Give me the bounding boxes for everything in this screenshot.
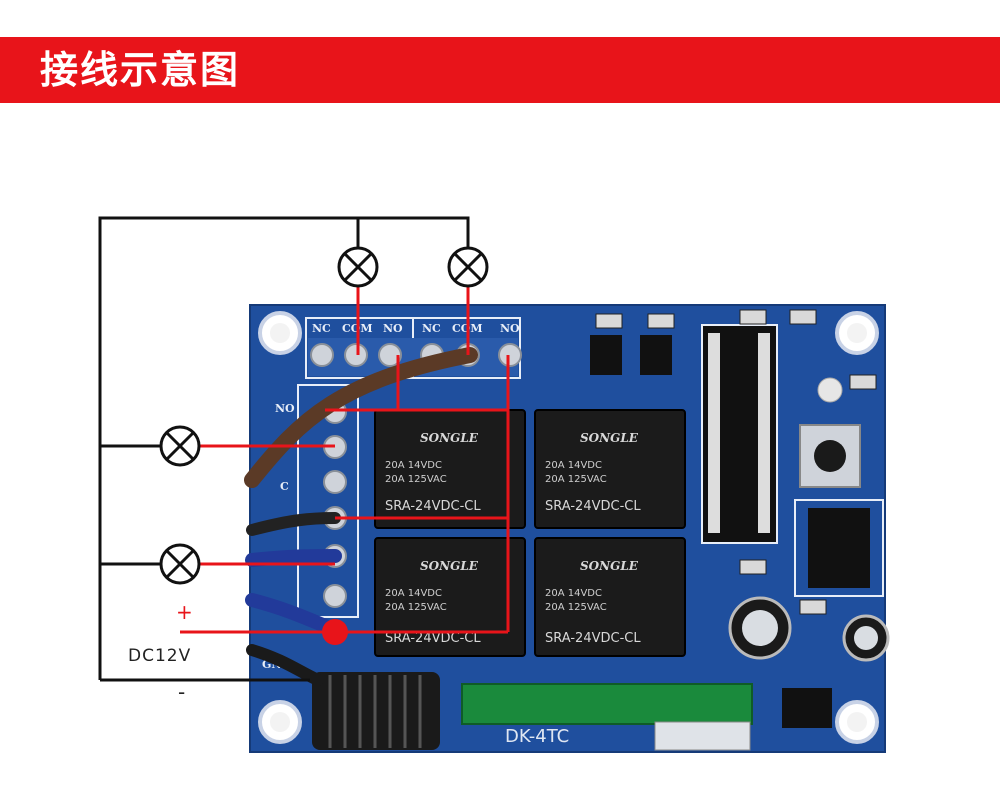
relay-rating: 20A 14VDC (385, 588, 442, 599)
relay-brand: SONGLE (580, 559, 639, 573)
lamp-icon (159, 543, 201, 585)
title-banner: 接线示意图 (0, 37, 1000, 103)
relay-rating: 20A 125VAC (385, 602, 447, 613)
relay-brand: SONGLE (420, 431, 479, 445)
ic-chip-small (794, 499, 884, 597)
voltage-label: DC12V (128, 646, 192, 666)
relay: SONGLE 20A 14VDC 20A 125VAC SRA-24VDC-CL (534, 409, 686, 529)
terminal-label: NO (500, 322, 520, 335)
resistor (739, 309, 767, 325)
terminal-label: NC (422, 322, 441, 335)
jumper (640, 335, 672, 375)
relay-model: SRA-24VDC-CL (545, 499, 641, 514)
relay-brand: SONGLE (420, 559, 479, 573)
lamp-icon (159, 425, 201, 467)
resistor (849, 374, 877, 390)
relay-rating: 20A 125VAC (545, 474, 607, 485)
mounting-hole (835, 700, 879, 744)
relay-model: SRA-24VDC-CL (385, 631, 481, 646)
relay-model: SRA-24VDC-CL (545, 631, 641, 646)
resistor (647, 313, 675, 329)
push-button (799, 424, 861, 488)
relay-rating: 20A 125VAC (545, 602, 607, 613)
ic-chip (701, 324, 778, 544)
resistor (799, 599, 827, 615)
relay-rating: 20A 125VAC (385, 474, 447, 485)
mounting-hole (258, 700, 302, 744)
minus-label: - (178, 680, 186, 704)
terminal-label: NO (275, 402, 295, 415)
terminal-label: NO (383, 322, 403, 335)
power-junction (322, 619, 348, 645)
terminal-label: C (280, 480, 289, 493)
terminal-label: NC (312, 322, 331, 335)
pcb-board: NC COM NO NC COM NO NO C GND SONGLE 20A … (249, 304, 890, 753)
mounting-hole (258, 311, 302, 355)
screw-terminal-top (308, 338, 522, 376)
relay-rating: 20A 14VDC (545, 460, 602, 471)
schematic-black-wires (98, 216, 470, 682)
capacitor (728, 596, 792, 660)
relay-rating: 20A 14VDC (385, 460, 442, 471)
jumper (590, 335, 622, 375)
relay-brand: SONGLE (580, 431, 639, 445)
plus-label: + (176, 600, 193, 624)
relay-model: SRA-24VDC-CL (385, 499, 481, 514)
page-title: 接线示意图 (40, 48, 241, 92)
resistor (739, 559, 767, 575)
jumper (782, 688, 832, 728)
relay: SONGLE 20A 14VDC 20A 125VAC SRA-24VDC-CL (534, 537, 686, 657)
resistor (789, 309, 817, 325)
lamp-icon (447, 246, 489, 288)
relay: SONGLE 20A 14VDC 20A 125VAC SRA-24VDC-CL (374, 409, 526, 529)
mounting-hole (835, 311, 879, 355)
module-label: DK-4TC (505, 726, 569, 747)
resistor (595, 313, 623, 329)
capacitor (842, 614, 890, 662)
relay-rating: 20A 14VDC (545, 588, 602, 599)
lamp-icon (337, 246, 379, 288)
led-icon (817, 377, 843, 403)
relay: SONGLE 20A 14VDC 20A 125VAC SRA-24VDC-CL (374, 537, 526, 657)
antenna-coil (312, 672, 440, 750)
rf-module: DK-4TC (461, 683, 753, 751)
